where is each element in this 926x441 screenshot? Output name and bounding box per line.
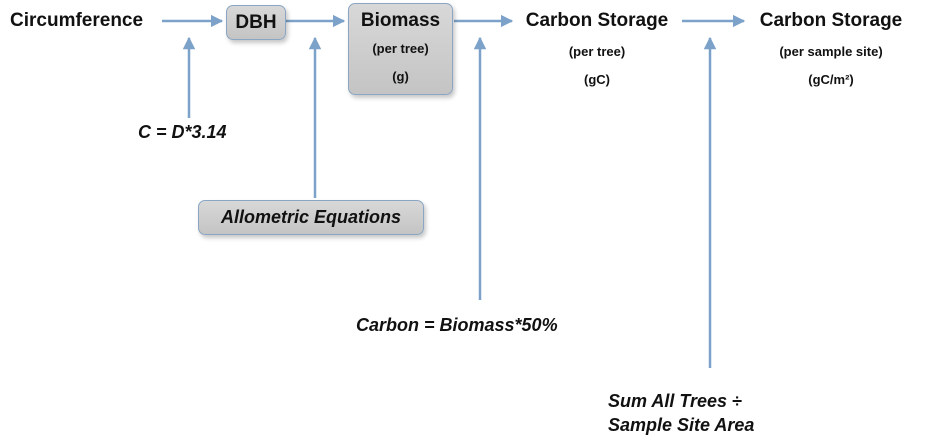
node-biomass-box: Biomass (per tree) (g) — [348, 3, 453, 95]
node-carbon-tree-label: Carbon Storage — [525, 10, 669, 31]
node-carbon-site: Carbon Storage (per sample site) (gC/m²) — [748, 10, 914, 87]
equation-circumference: C = D*3.14 — [138, 122, 227, 142]
equation-sum-line1: Sum All Trees ÷ — [608, 391, 742, 411]
node-carbon-tree: Carbon Storage (per tree) (gC) — [515, 10, 679, 87]
node-biomass-sub1: (per tree) — [372, 41, 429, 56]
node-carbon-site-sub1: (per sample site) — [779, 44, 883, 59]
node-circumference: Circumference — [10, 10, 144, 31]
node-carbon-site-label: Carbon Storage — [759, 10, 903, 31]
node-dbh-label: DBH — [235, 12, 277, 33]
equation-sum-line2: Sample Site Area — [608, 415, 755, 435]
equation-carbon: Carbon = Biomass*50% — [356, 315, 558, 335]
node-biomass-sub2: (g) — [392, 69, 409, 84]
node-dbh-box: DBH — [226, 5, 286, 40]
node-carbon-tree-sub1: (per tree) — [568, 44, 626, 59]
allometric-box: Allometric Equations — [198, 200, 424, 235]
node-carbon-site-sub2: (gC/m²) — [808, 72, 854, 87]
equation-sum: Sum All Trees ÷ Sample Site Area — [608, 389, 754, 437]
node-carbon-tree-sub2: (gC) — [584, 72, 610, 87]
allometric-label: Allometric Equations — [220, 207, 402, 227]
node-biomass-label: Biomass — [360, 10, 441, 31]
